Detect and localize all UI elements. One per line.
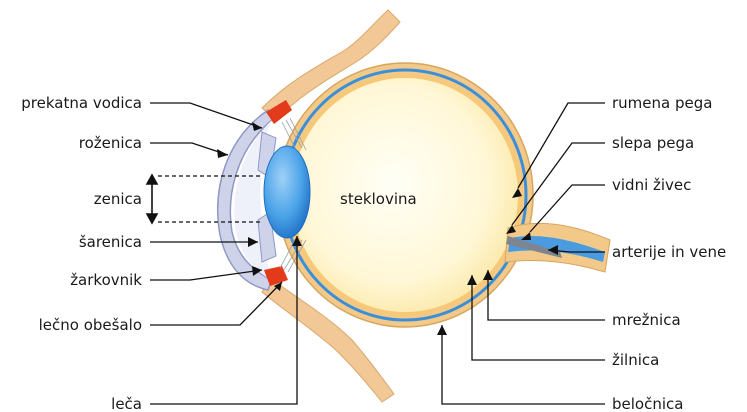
label-zonule: lečno obešalo (39, 316, 142, 334)
lens (264, 146, 310, 238)
label-vessels: arterije in vene (612, 243, 726, 261)
label-choroid: žilnica (612, 351, 659, 369)
label-lens: leča (111, 395, 142, 412)
label-ciliary-body: žarkovnik (70, 271, 142, 289)
label-sclera: beločnica (612, 395, 683, 412)
label-blind-spot: slepa pega (612, 134, 694, 152)
label-cornea: roženica (79, 134, 142, 152)
label-macula: rumena pega (612, 94, 712, 112)
label-retina: mrežnica (612, 311, 681, 329)
label-vitreous: steklovina (340, 190, 417, 208)
pupil-bracket (147, 175, 157, 223)
label-aqueous-humor: prekatna vodica (21, 94, 142, 112)
label-iris: šarenica (79, 233, 142, 251)
label-optic-nerve: vidni živec (612, 176, 691, 194)
label-pupil: zenica (94, 190, 142, 208)
